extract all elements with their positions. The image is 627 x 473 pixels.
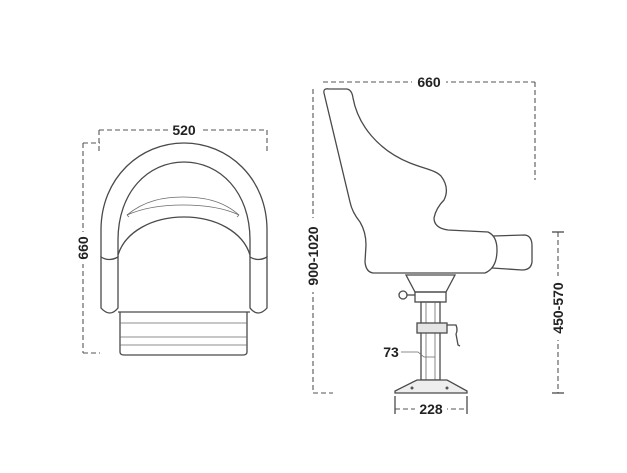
- swivel-knob[interactable]: [398, 290, 408, 300]
- pole-diameter-label: 73: [383, 344, 399, 360]
- side-view: 660 900-1020 450-570 73 228: [305, 74, 566, 417]
- front-view: 520 660: [75, 122, 268, 356]
- front-depth-label: 660: [75, 236, 91, 260]
- seat-base: [119, 312, 248, 356]
- right-armrest: [249, 255, 268, 314]
- backrest-edge: [117, 216, 251, 256]
- front-cushion: [491, 234, 533, 271]
- seat-height-label: 450-570: [550, 282, 566, 334]
- swivel-cone: [404, 274, 457, 293]
- pedestal-pole: [420, 301, 441, 381]
- height-clamp-ring: [416, 322, 448, 334]
- pole-diameter-leader: [401, 351, 435, 358]
- armrest-arch-inner: [117, 161, 251, 257]
- backrest-stitch-inner: [126, 204, 240, 218]
- side-depth-label: 660: [417, 74, 441, 90]
- base-diameter-label: 228: [419, 401, 443, 417]
- armrest-arch-outer: [100, 142, 268, 257]
- swivel-collar: [414, 291, 447, 303]
- backrest-stitch-outer: [126, 196, 240, 216]
- front-width-label: 520: [172, 122, 196, 138]
- left-armrest: [100, 255, 119, 314]
- bolt-icon: [410, 386, 414, 390]
- base-plate: [394, 379, 468, 394]
- seat-shell: [323, 88, 498, 274]
- height-adjust-lever[interactable]: [447, 324, 461, 347]
- bolt-icon: [445, 386, 449, 390]
- total-height-label: 900-1020: [305, 226, 321, 285]
